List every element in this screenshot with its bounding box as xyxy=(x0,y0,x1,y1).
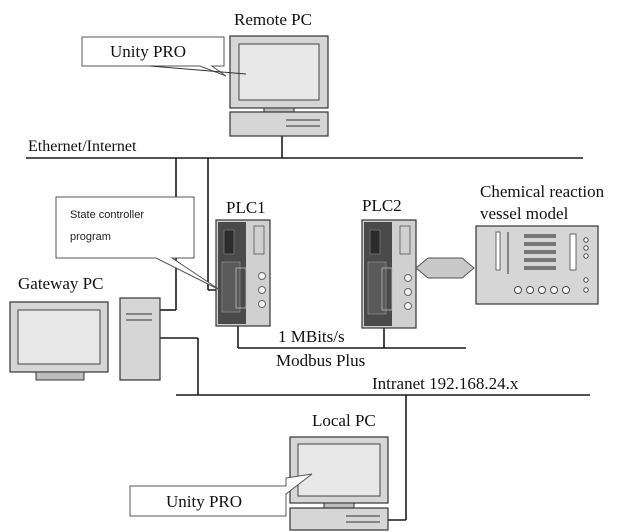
vessel-label-line1: Chemical reaction xyxy=(480,182,605,201)
state-controller-label-line2: program xyxy=(70,231,111,243)
gateway-pc-computer-icon xyxy=(9,297,161,381)
unity-pro-remote-callout xyxy=(81,36,247,77)
unity-pro-local-callout xyxy=(129,473,313,517)
intranet-label: Intranet 192.168.24.x xyxy=(372,374,519,393)
local-pc-label: Local PC xyxy=(312,411,376,430)
plc2-label: PLC2 xyxy=(362,196,402,215)
plc1-label: PLC1 xyxy=(226,198,266,217)
bidirectional-arrow-icon xyxy=(415,257,475,279)
plc1-rack-icon xyxy=(215,219,271,327)
modbus-plus-bus xyxy=(237,326,466,349)
modbus-plus-label: Modbus Plus xyxy=(276,351,365,370)
state-controller-label-line1: State controller xyxy=(70,209,144,221)
state-controller-callout xyxy=(55,196,221,291)
remote-pc-label: Remote PC xyxy=(234,10,312,29)
unity-pro-local-label: Unity PRO xyxy=(166,492,242,511)
gateway-pc-label: Gateway PC xyxy=(18,274,103,293)
plc2-rack-icon xyxy=(361,219,417,329)
remote-pc-computer-icon xyxy=(229,35,329,137)
unity-pro-remote-label: Unity PRO xyxy=(110,42,186,61)
local-pc-computer-icon xyxy=(289,436,389,531)
ethernet-label: Ethernet/Internet xyxy=(28,138,137,155)
reaction-vessel-panel-icon xyxy=(475,225,599,305)
intranet-bus xyxy=(160,337,590,521)
speed-label: 1 MBits/s xyxy=(278,327,345,346)
vessel-label-line2: vessel model xyxy=(480,204,569,223)
